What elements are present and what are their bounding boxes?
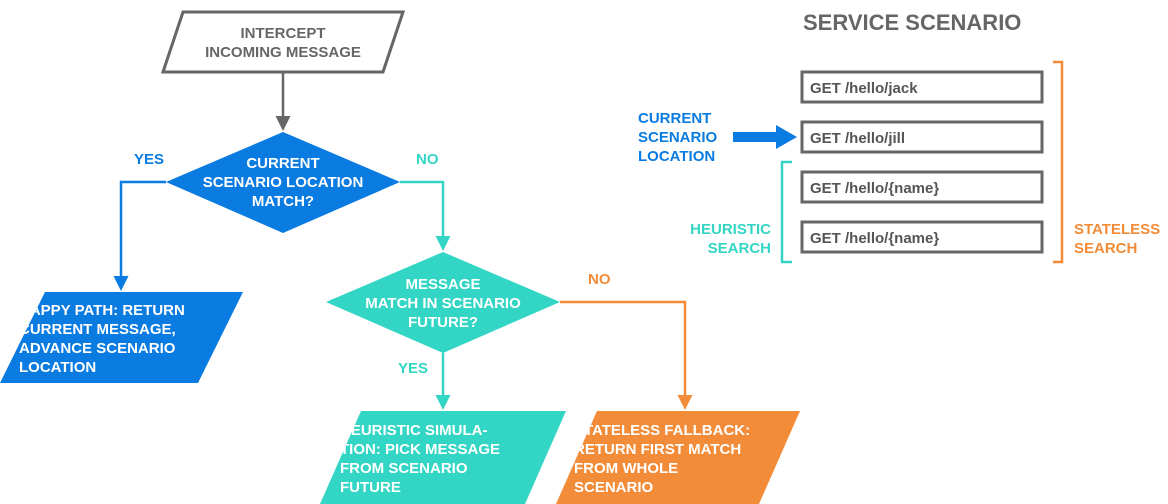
decision-future-label: MESSAGE MATCH IN SCENARIO FUTURE? [365, 276, 521, 331]
start-node-shape [160, 10, 406, 74]
request-box-1 [800, 70, 1044, 104]
request-box-3 [800, 170, 1044, 204]
decision-future-shape [326, 252, 560, 353]
scenario-title: SERVICE SCENARIO [803, 10, 1022, 35]
start-node-label: INTERCEPT INCOMING MESSAGE [205, 25, 361, 61]
request-label-3: GET /hello/{name} [810, 180, 940, 197]
request-box-2 [800, 120, 1044, 154]
stateless-search-bracket [1053, 60, 1064, 264]
request-label-2: GET /hello/jill [810, 130, 906, 147]
stateless-search-label: STATELESS SEARCH [1074, 221, 1161, 257]
yes-label-1: YES [134, 151, 165, 168]
no-label-1: NO [416, 151, 439, 168]
stateless-shape [556, 411, 800, 504]
heuristic-search-label: HEURISTIC SEARCH [690, 221, 771, 257]
decision-location-label: CURRENT SCENARIO LOCATION MATCH? [202, 155, 364, 210]
heuristic-label: HEURISTIC SIMULA- TION: PICK MESSAGE FRO… [340, 422, 501, 496]
connector-yes-happy-path [113, 180, 166, 291]
yes-label-2: YES [398, 360, 429, 377]
request-label-4: GET /hello/{name} [810, 230, 940, 247]
request-label-1: GET /hello/jack [810, 80, 918, 97]
request-box-4 [800, 220, 1044, 254]
current-location-label: CURRENT SCENARIO LOCATION [638, 110, 718, 165]
connector-no-stateless [560, 300, 693, 410]
heuristic-search-bracket [780, 160, 792, 264]
decision-location-shape [166, 132, 400, 233]
connector-no-to-decision2 [400, 180, 451, 251]
no-label-2: NO [588, 271, 611, 288]
happy-path-shape [0, 292, 243, 383]
current-location-arrow [733, 125, 797, 149]
heuristic-shape [320, 411, 566, 504]
stateless-label: STATELESS FALLBACK: RETURN FIRST MATCH F… [574, 422, 751, 496]
happy-path-label: HAPPY PATH: RETURN CURRENT MESSAGE, ADVA… [19, 302, 185, 376]
